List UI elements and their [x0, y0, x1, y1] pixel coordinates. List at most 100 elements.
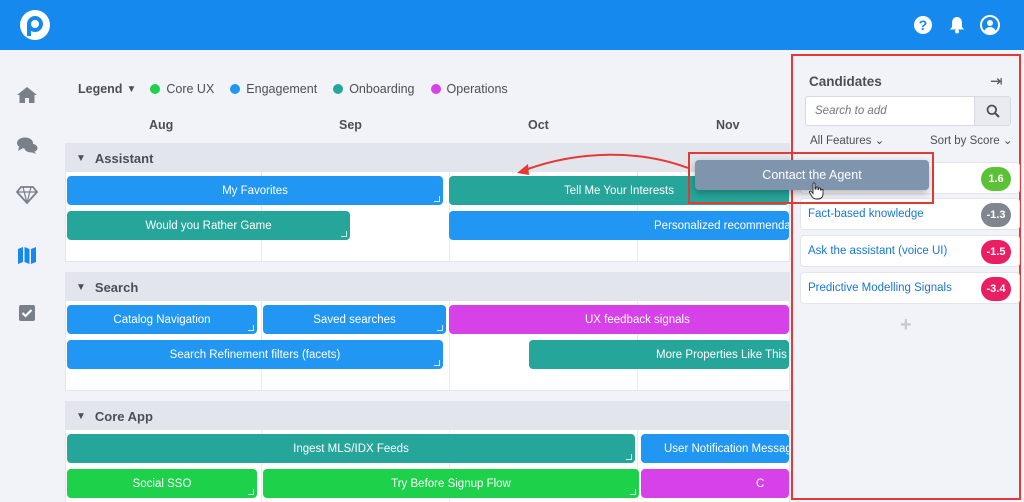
help-icon[interactable]: ?: [914, 16, 932, 34]
candidate-item[interactable]: Ask the assistant (voice UI) -1.5: [800, 235, 1020, 267]
legend: Legend ▼ Core UX Engagement Onboarding O…: [78, 80, 524, 98]
legend-item-label: Onboarding: [349, 82, 415, 96]
resize-handle[interactable]: [626, 454, 632, 460]
resize-handle[interactable]: [248, 489, 254, 495]
feature-card[interactable]: Try Before Signup Flow: [263, 469, 639, 498]
feature-card[interactable]: More Properties Like This: [529, 340, 789, 369]
candidates-panel: Candidates ⇥ All Features ⌄ Sort by Scor…: [791, 54, 1021, 500]
month-label: Oct: [528, 118, 549, 132]
group-header[interactable]: ▼ Assistant: [66, 144, 789, 172]
top-bar: ?: [0, 0, 1024, 50]
candidate-label: Fact-based knowledge: [808, 208, 924, 220]
feature-filter-dropdown[interactable]: All Features ⌄: [810, 133, 884, 147]
resize-handle[interactable]: [630, 489, 636, 495]
left-nav: [0, 50, 52, 502]
score-badge: 1.6: [981, 167, 1011, 191]
feature-card[interactable]: Search Refinement filters (facets): [67, 340, 443, 369]
feature-card-label: My Favorites: [222, 184, 288, 197]
feature-card-label: Try Before Signup Flow: [391, 477, 511, 490]
group-core-app: ▼ Core App Ingest MLS/IDX Feeds User Not…: [65, 401, 790, 502]
collapse-panel-icon[interactable]: ⇥: [990, 73, 1003, 90]
diamond-icon[interactable]: [16, 184, 38, 206]
bell-icon[interactable]: [947, 15, 967, 35]
feature-card[interactable]: Personalized recommendations: [449, 211, 789, 240]
grid-line: [261, 430, 262, 502]
chevron-down-icon[interactable]: ▼: [76, 281, 86, 293]
score-badge: -1.5: [981, 240, 1011, 264]
chevron-down-icon: ⌄: [1002, 135, 1013, 147]
month-label: Nov: [716, 118, 740, 132]
score-badge: -3.4: [981, 277, 1011, 301]
chat-icon[interactable]: [16, 135, 38, 157]
legend-item-label: Operations: [446, 82, 508, 96]
feature-card[interactable]: User Notification Messages: [641, 434, 789, 463]
feature-card-label: Tell Me Your Interests: [564, 184, 674, 197]
grid-line: [449, 430, 450, 502]
logo-icon[interactable]: [20, 10, 50, 40]
drag-highlight-box: [688, 152, 934, 204]
resize-handle[interactable]: [437, 325, 443, 331]
candidate-label: Predictive Modelling Signals: [808, 282, 952, 294]
home-icon[interactable]: [16, 84, 38, 106]
feature-card-label: Ingest MLS/IDX Feeds: [293, 442, 409, 455]
sort-label: Sort by Score: [930, 135, 1000, 147]
resize-handle[interactable]: [341, 231, 347, 237]
feature-card-label: Catalog Navigation: [113, 313, 211, 326]
group-search: ▼ Search Catalog Navigation Saved search…: [65, 272, 790, 391]
filter-label: All Features: [810, 135, 872, 147]
feature-card-label: Saved searches: [313, 313, 396, 326]
group-assistant: ▼ Assistant My Favorites Tell Me Your In…: [65, 143, 790, 262]
chevron-down-icon[interactable]: ▼: [126, 83, 137, 95]
group-header[interactable]: ▼ Search: [66, 273, 789, 301]
legend-dot: [230, 84, 241, 94]
sort-dropdown[interactable]: Sort by Score ⌄: [930, 133, 1013, 147]
feature-card-label: User Notification Messages: [664, 442, 789, 455]
add-candidate-button[interactable]: +: [900, 314, 912, 336]
search-button[interactable]: [974, 97, 1010, 125]
group-title: Assistant: [94, 150, 154, 166]
legend-item-operations: Operations: [430, 82, 508, 96]
legend-item-label: Engagement: [246, 82, 318, 96]
checkbox-icon[interactable]: [16, 302, 38, 324]
legend-dot: [150, 84, 161, 94]
candidate-label: Ask the assistant (voice UI): [808, 245, 948, 257]
feature-card[interactable]: Would you Rather Game: [67, 211, 350, 240]
feature-card-label: More Properties Like This: [656, 348, 787, 361]
month-label: Sep: [339, 118, 362, 132]
legend-item-engagement: Engagement: [230, 82, 317, 96]
resize-handle[interactable]: [248, 325, 254, 331]
dragged-candidate-card[interactable]: Contact the Agent: [695, 160, 929, 190]
legend-dot: [333, 84, 344, 94]
feature-card-label: UX feedback signals: [585, 313, 690, 326]
score-badge: -1.3: [981, 203, 1011, 227]
feature-card[interactable]: Catalog Navigation: [67, 305, 257, 334]
chevron-down-icon[interactable]: ▼: [76, 152, 86, 164]
resize-handle[interactable]: [434, 360, 440, 366]
grid-line: [449, 301, 450, 390]
chevron-down-icon: ⌄: [874, 135, 885, 147]
legend-title[interactable]: Legend: [78, 82, 123, 96]
feature-card[interactable]: Saved searches: [263, 305, 446, 334]
feature-card-label: Social SSO: [132, 477, 192, 490]
feature-card-label: C: [756, 477, 765, 490]
chevron-down-icon[interactable]: ▼: [76, 410, 86, 422]
candidate-item[interactable]: Predictive Modelling Signals -3.4: [800, 272, 1020, 304]
feature-card-label: Personalized recommendations: [654, 219, 789, 232]
resize-handle[interactable]: [434, 196, 440, 202]
search-input[interactable]: [806, 97, 974, 125]
legend-item-core-ux: Core UX: [150, 82, 214, 96]
feature-card[interactable]: UX feedback signals: [449, 305, 789, 334]
user-icon[interactable]: [980, 15, 1000, 35]
map-icon[interactable]: [16, 244, 38, 266]
group-title: Core App: [94, 408, 153, 424]
group-header[interactable]: ▼ Core App: [66, 402, 789, 430]
feature-card[interactable]: My Favorites: [67, 176, 443, 205]
feature-card[interactable]: Social SSO: [67, 469, 257, 498]
feature-card[interactable]: Ingest MLS/IDX Feeds: [67, 434, 635, 463]
legend-item-label: Core UX: [166, 82, 215, 96]
dragged-card-label: Contact the Agent: [762, 168, 862, 182]
grid-line: [637, 430, 638, 502]
panel-title: Candidates: [809, 74, 882, 89]
feature-card[interactable]: C: [641, 469, 789, 498]
feature-card-label: Would you Rather Game: [145, 219, 272, 232]
